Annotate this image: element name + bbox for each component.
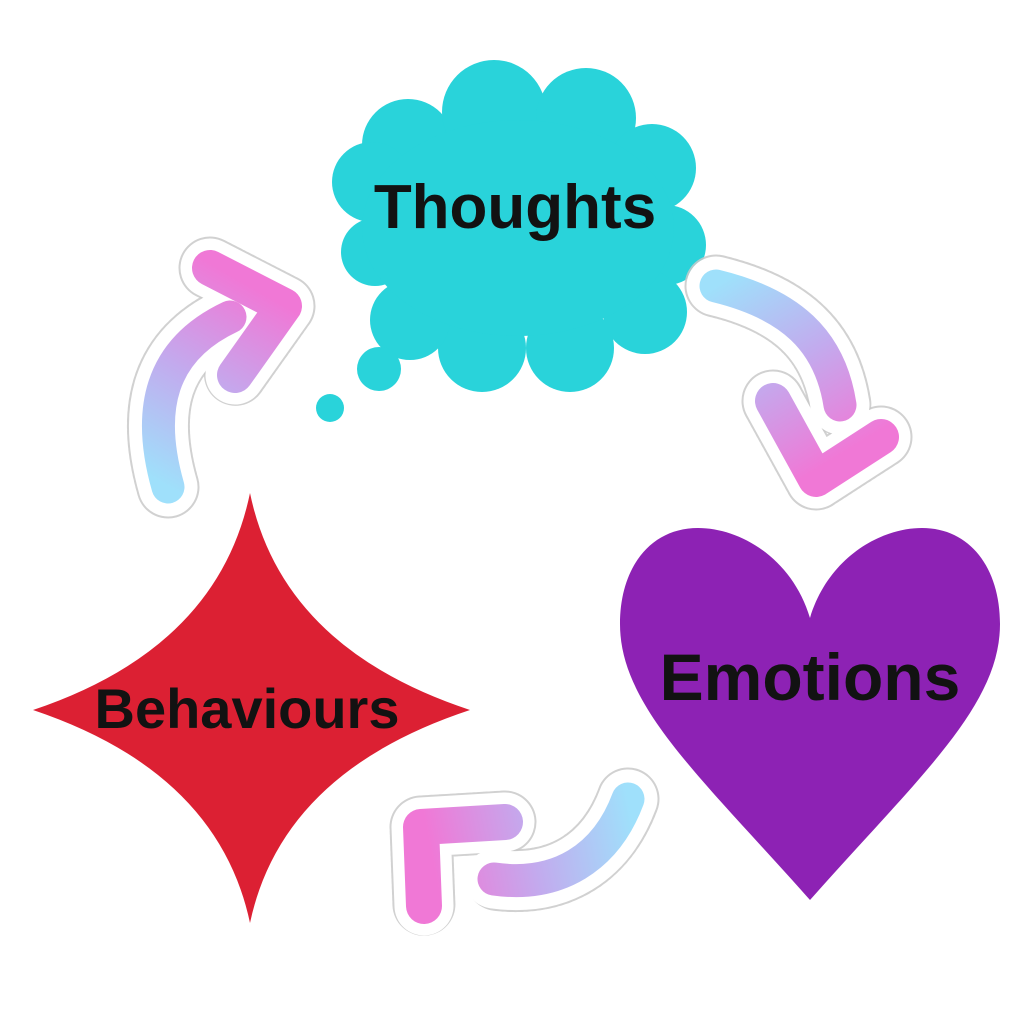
arrowhead-icon xyxy=(403,804,523,924)
arrow-emotions-to-behaviours xyxy=(389,767,660,938)
thought-bubble-tail-dot-small xyxy=(316,394,344,422)
arrow-shaft xyxy=(141,300,247,504)
arrowhead-icon xyxy=(192,250,302,393)
thoughts-label: Thoughts xyxy=(374,173,656,242)
arrow-shaft xyxy=(477,782,645,897)
emotions-label: Emotions xyxy=(660,640,961,714)
arrow-behaviours-to-thoughts xyxy=(126,236,316,519)
star-shape xyxy=(33,493,470,923)
behaviours-label: Behaviours xyxy=(95,677,400,740)
arrowhead-icon xyxy=(755,383,899,497)
arrow-shaft xyxy=(699,269,857,422)
thought-bubble-shape xyxy=(316,60,706,422)
thought-bubble-tail-dot-medium xyxy=(357,347,401,391)
heart-shape xyxy=(620,528,1000,900)
arrow-thoughts-to-emotions xyxy=(684,254,913,511)
